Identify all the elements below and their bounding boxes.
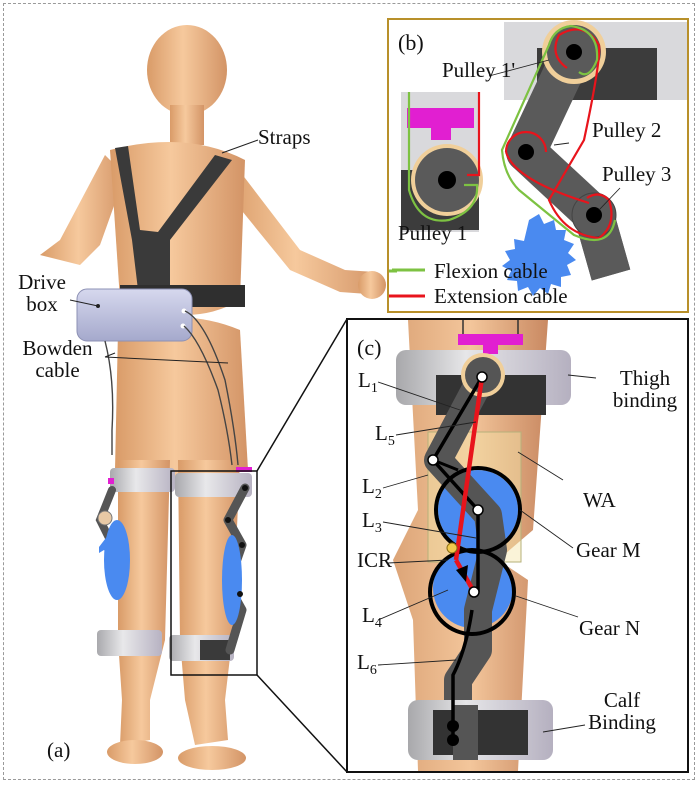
label-link-l6: L6 xyxy=(357,650,377,678)
label-icr: ICR xyxy=(357,548,393,572)
label-link-l2: L2 xyxy=(362,474,382,502)
panel-b xyxy=(387,18,689,313)
panel-b-label: (b) xyxy=(398,30,424,55)
mannequin-head xyxy=(147,25,227,145)
label-pulley-1: Pulley 1 xyxy=(398,221,468,245)
label-drive-box-2: box xyxy=(26,292,58,316)
panel-c-illustration xyxy=(377,320,597,771)
label-drive-box-1: Drive xyxy=(18,270,66,294)
panel-a-label: (a) xyxy=(47,738,71,762)
zoom-inset-box xyxy=(170,470,258,676)
exoskeleton-right xyxy=(222,483,250,655)
label-link-l1: L1 xyxy=(358,368,378,396)
label-link-l4: L4 xyxy=(362,603,382,631)
zoom-line-bottom xyxy=(256,674,348,773)
label-bowden-1: Bowden xyxy=(22,336,93,360)
panel-a-leaders xyxy=(69,139,259,364)
label-calf-binding-1: Calf xyxy=(603,688,641,712)
pulley-1-assembly xyxy=(401,92,483,232)
mannequin-legs xyxy=(107,460,246,770)
panel-c-label: (c) xyxy=(357,335,382,360)
panel-c xyxy=(346,318,689,773)
label-link-l5: L5 xyxy=(375,421,395,449)
flexion-cable-path xyxy=(500,24,617,242)
label-calf-binding-2: Binding xyxy=(588,710,656,734)
kinematic-linkage xyxy=(427,371,522,746)
label-bowden-2: cable xyxy=(35,358,80,382)
thigh-bindings xyxy=(108,467,252,497)
legend-extension-label: Extension cable xyxy=(434,284,568,308)
figure-frame xyxy=(3,3,695,780)
zoom-line-top xyxy=(256,318,348,472)
legend-flexion-label: Flexion cable xyxy=(434,259,548,283)
drive-box xyxy=(76,288,193,342)
link-l5 xyxy=(453,376,485,561)
label-pulley-3: Pulley 3 xyxy=(602,162,672,186)
panel-b-illustration xyxy=(389,20,687,298)
label-straps: Straps xyxy=(258,125,311,149)
label-pulley-2: Pulley 2 xyxy=(592,118,662,142)
label-thigh-binding-1: Thigh xyxy=(619,366,671,390)
label-wa: WA xyxy=(583,488,616,512)
label-link-l3: L3 xyxy=(362,508,382,536)
panel-c-leaders xyxy=(377,374,597,733)
label-gear-n: Gear N xyxy=(579,616,641,640)
mannequin-hips xyxy=(115,317,248,480)
bowden-cables xyxy=(104,310,239,466)
label-pulley-1-prime: Pulley 1' xyxy=(442,58,516,82)
exoskeleton-left xyxy=(95,486,130,600)
label-gear-m: Gear M xyxy=(576,538,641,562)
icr-point xyxy=(446,542,458,554)
calf-bindings xyxy=(97,630,234,661)
gear-n-circle xyxy=(428,548,516,636)
label-thigh-binding-2: binding xyxy=(612,388,678,412)
